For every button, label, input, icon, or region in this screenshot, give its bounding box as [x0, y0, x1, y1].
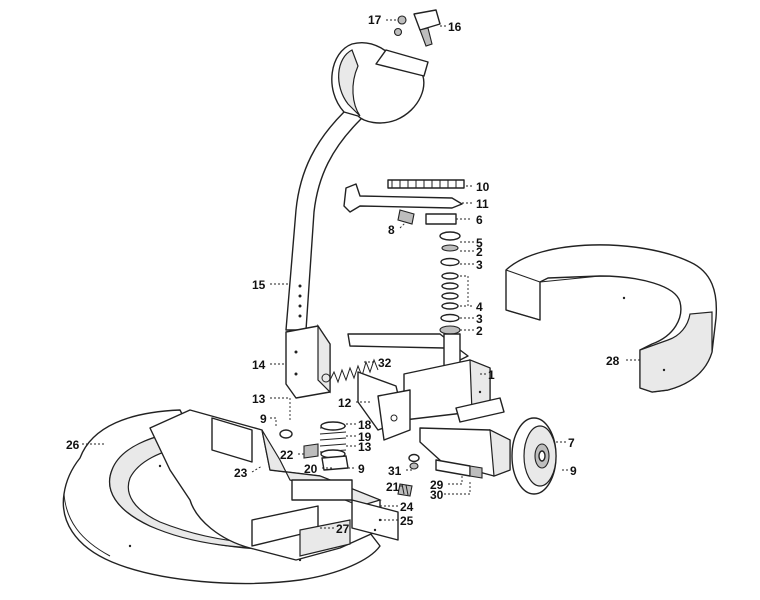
callout-23: 23 [234, 466, 248, 480]
callout-9a: 9 [260, 412, 267, 426]
callout-32: 32 [378, 356, 392, 370]
callout-17: 17 [368, 13, 382, 27]
callout-6: 6 [476, 213, 483, 227]
callout-22: 22 [280, 448, 294, 462]
callout-29: 29 [430, 478, 444, 492]
callout-13b: 13 [358, 440, 372, 454]
part-11-lever [343, 183, 463, 213]
callout-8: 8 [388, 223, 395, 237]
part-wheel-axle-block [419, 427, 511, 477]
part-28-bumper-pad [505, 244, 718, 393]
callout-16: 16 [448, 20, 462, 34]
part-15-handle-tube [285, 42, 429, 331]
part-29-30-axle-pins [435, 459, 483, 479]
callout-12: 12 [338, 396, 352, 410]
callout-9b: 9 [358, 462, 365, 476]
callout-3b: 3 [476, 312, 483, 326]
leader-lines [82, 19, 640, 529]
callout-7: 7 [568, 436, 575, 450]
callout-9c: 9 [570, 464, 577, 478]
part-14-handle-bracket [285, 324, 331, 399]
callout-28: 28 [606, 354, 620, 368]
callout-4: 4 [476, 300, 483, 314]
callout-2b: 2 [476, 324, 483, 338]
callout-24: 24 [400, 500, 414, 514]
callout-3a: 3 [476, 258, 483, 272]
part-12-side-plate [377, 389, 411, 441]
callout-10: 10 [476, 180, 490, 194]
callout-labels: 17 16 10 11 6 8 5 2 3 15 4 3 2 28 14 32 … [66, 13, 620, 536]
callout-1: 1 [488, 368, 495, 382]
part-10-spring-bar [387, 179, 465, 189]
callout-20: 20 [304, 462, 318, 476]
part-21-31-fittings [397, 453, 420, 497]
part-2-3-4-5-bearing-stack [439, 231, 461, 335]
callout-2a: 2 [476, 245, 483, 259]
callout-30: 30 [430, 488, 444, 502]
part-16-17-top-fittings [393, 9, 441, 47]
callout-13a: 13 [252, 392, 266, 406]
part-23-base-frame [149, 409, 399, 561]
callout-11: 11 [476, 197, 489, 211]
part-32-spring [329, 358, 379, 384]
part-7-wheel [511, 417, 557, 495]
callout-15: 15 [252, 278, 266, 292]
callout-19: 19 [358, 430, 372, 444]
callout-5: 5 [476, 236, 483, 250]
part-18-19-20-spring-assembly [279, 421, 349, 471]
callout-31: 31 [388, 464, 402, 478]
callout-25: 25 [400, 514, 414, 528]
callout-27: 27 [336, 522, 350, 536]
part-6-block [425, 213, 457, 225]
callout-26: 26 [66, 438, 80, 452]
callout-21: 21 [386, 480, 400, 494]
part-8-small-spring [397, 209, 415, 225]
callout-14: 14 [252, 358, 266, 372]
callout-18: 18 [358, 418, 372, 432]
part-1-main-frame [347, 333, 505, 431]
